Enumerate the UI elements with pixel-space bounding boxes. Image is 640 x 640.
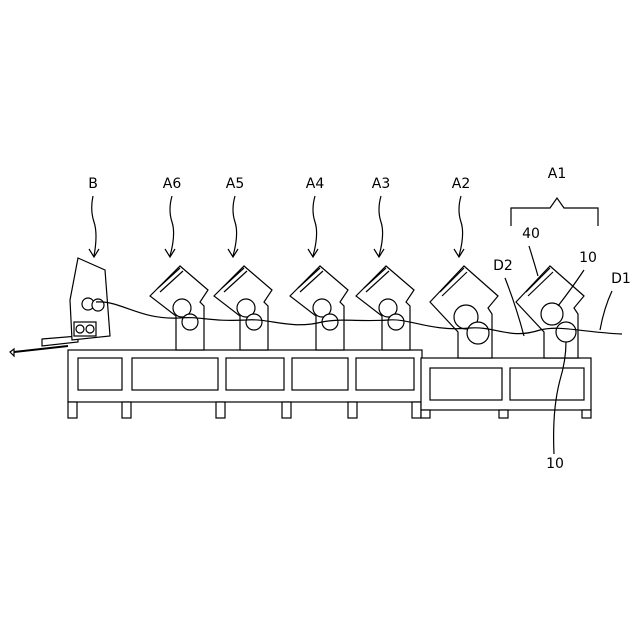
leader-D1 — [600, 291, 612, 330]
unit-A3 — [356, 266, 414, 350]
label-arrows — [89, 196, 464, 257]
roller-upper — [541, 303, 563, 325]
unit-A6 — [150, 266, 208, 350]
arrow-A2 — [459, 196, 463, 256]
arrow-A5 — [233, 196, 237, 256]
label-B: B — [88, 176, 98, 192]
callout-D1: D1 — [611, 271, 631, 287]
label-A4: A4 — [306, 176, 325, 192]
unit-A2 — [430, 266, 498, 358]
callout-40: 40 — [522, 226, 540, 242]
label-A1: A1 — [548, 166, 566, 182]
arrow-A3 — [379, 196, 383, 256]
right-frame — [421, 358, 591, 418]
callout-10-lower: 10 — [546, 456, 564, 472]
callout-D2: D2 — [493, 258, 513, 274]
unit-A4 — [290, 266, 348, 350]
callout-10-upper: 10 — [579, 250, 597, 266]
bracket-A1 — [511, 198, 598, 226]
leader-40 — [529, 246, 538, 276]
label-A3: A3 — [372, 176, 390, 192]
unit-A5 — [214, 266, 272, 350]
roller-lower — [556, 322, 576, 342]
label-A6: A6 — [163, 176, 182, 192]
arrow-A6 — [170, 196, 174, 256]
arrow-A4 — [313, 196, 317, 256]
arrow-B — [92, 196, 96, 256]
left-frame — [68, 350, 422, 418]
unit-A1 — [516, 266, 584, 358]
label-A5: A5 — [226, 176, 244, 192]
unit-B — [70, 258, 110, 340]
label-A2: A2 — [452, 176, 470, 192]
